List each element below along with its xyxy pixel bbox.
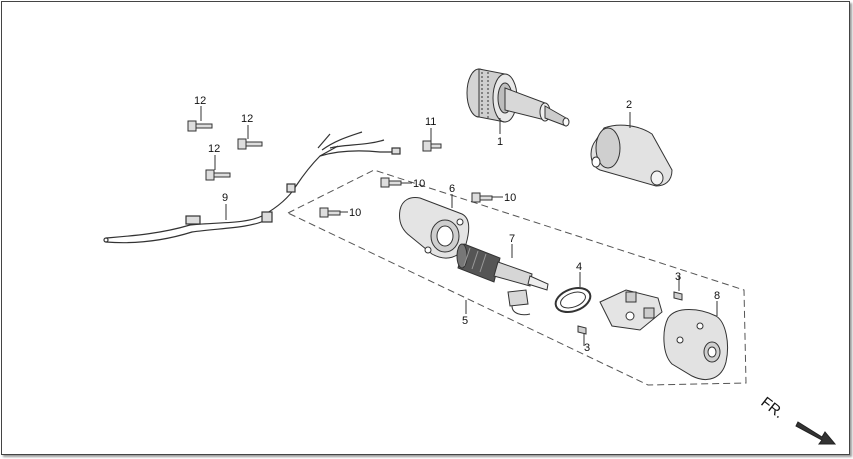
callout-12-a: 12: [194, 95, 206, 107]
callout-7: 7: [509, 233, 515, 245]
callout-12-b: 12: [241, 113, 253, 125]
part-9-wire-harness[interactable]: [103, 131, 401, 244]
part-7-armature[interactable]: [456, 243, 549, 291]
part-10-bolt-c[interactable]: [319, 207, 341, 218]
callout-6: 6: [449, 183, 455, 195]
part-10-bolt-b[interactable]: [471, 192, 493, 203]
callout-11: 11: [425, 116, 436, 128]
callout-3-a: 3: [675, 271, 681, 283]
callout-10-b: 10: [504, 192, 516, 204]
part-11-bolt[interactable]: [422, 140, 442, 152]
callout-10-a: 10: [413, 178, 425, 190]
callout-4: 4: [576, 261, 582, 273]
part-12-bolt-a[interactable]: [187, 120, 213, 132]
part-4-o-ring[interactable]: [552, 284, 593, 317]
part-3-brush-b[interactable]: [577, 325, 587, 335]
assembly-group-outline: [286, 169, 747, 386]
callout-10-c: 10: [349, 207, 361, 219]
brush-plate[interactable]: [599, 289, 663, 331]
part-12-bolt-b[interactable]: [237, 138, 263, 150]
direction-label: FR.: [758, 394, 788, 422]
arrow-right-down-icon: [795, 421, 837, 445]
callout-12-c: 12: [208, 143, 220, 155]
part-6-front-cover[interactable]: [399, 197, 470, 259]
callout-1: 1: [497, 136, 503, 148]
brush-component[interactable]: [507, 289, 531, 316]
callout-2: 2: [626, 99, 632, 111]
part-12-bolt-c[interactable]: [205, 169, 231, 181]
callout-9: 9: [222, 192, 228, 204]
callout-5: 5: [462, 315, 468, 327]
part-8-rear-cover[interactable]: [663, 309, 729, 380]
part-2-starter-cover[interactable]: [590, 124, 673, 187]
callout-8: 8: [714, 290, 720, 302]
part-1-starter-clutch-gear[interactable]: [466, 68, 570, 127]
callout-3-b: 3: [584, 342, 590, 354]
part-10-bolt-a[interactable]: [380, 177, 402, 188]
part-3-brush-a[interactable]: [673, 291, 683, 301]
